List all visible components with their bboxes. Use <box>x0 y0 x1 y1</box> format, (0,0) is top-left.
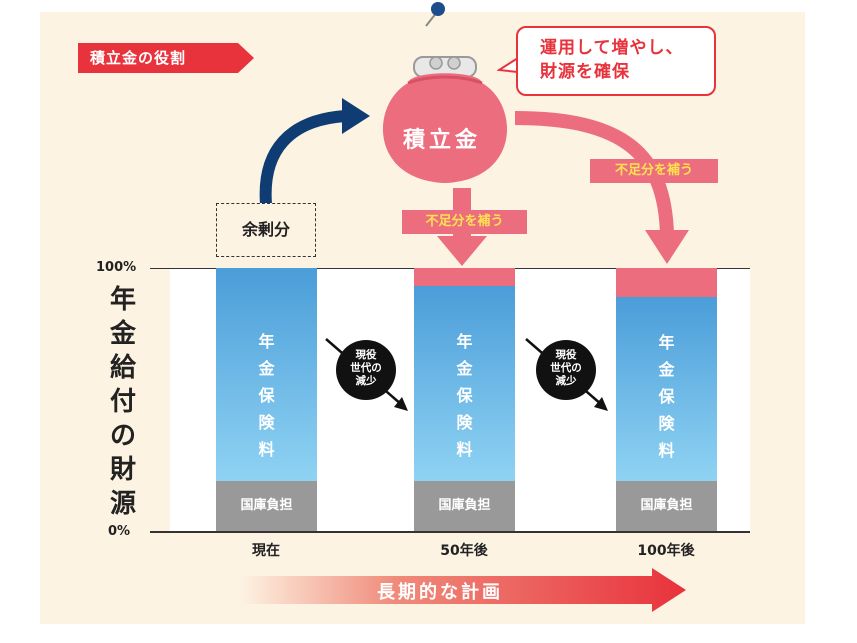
premium-char: 険 <box>258 413 275 432</box>
premium-char: 年 <box>456 332 473 352</box>
premium-char: 料 <box>658 440 675 460</box>
y-axis-char: 財 <box>109 455 136 485</box>
premium-char: 金 <box>456 359 473 379</box>
decline-badge-1: 現役 世代の 減少 <box>336 340 396 400</box>
premium-char: 年 <box>258 332 275 351</box>
diagram-title: 積立金の役割 <box>90 49 187 67</box>
y-axis-char: 給 <box>109 353 136 383</box>
coin-purse-icon <box>382 56 508 183</box>
bar-top-up-2 <box>414 268 515 287</box>
bar-premium-label: 年 金 保 険 料 <box>652 329 682 464</box>
shortfall-tag-right: 不足分を補う <box>590 159 718 183</box>
purse-to-right-arrow <box>515 111 689 264</box>
decline-line: 減少 <box>355 375 377 387</box>
bar-state-2: 国庫負担 <box>414 481 515 531</box>
x-label-now: 現在 <box>252 543 280 559</box>
decline-badge-2: 現役 世代の 減少 <box>536 340 596 400</box>
y-axis-char: 付 <box>109 387 136 417</box>
bar-premium-2: 年 金 保 険 料 <box>414 286 515 482</box>
premium-char: 険 <box>658 413 675 433</box>
y-axis-char: 源 <box>109 489 136 519</box>
x-label-50: 50年後 <box>440 543 488 559</box>
y-axis-label: 年 金 給 付 の 財 源 <box>105 283 141 521</box>
timeline-arrow <box>240 568 686 612</box>
title-banner <box>78 43 254 73</box>
bar-premium-label: 年 金 保 険 料 <box>450 328 480 463</box>
decline-line: 世代の <box>550 362 582 374</box>
premium-char: 料 <box>456 440 473 460</box>
y-axis-char: 金 <box>109 319 136 349</box>
premium-char: 年 <box>658 332 675 352</box>
bar-premium-label: 年 金 保 険 料 <box>252 328 282 463</box>
surplus-box: 余剰分 <box>216 203 316 257</box>
timeline-label: 長期的な計画 <box>377 582 503 603</box>
pin-icon <box>425 2 445 27</box>
bar-top-up-3 <box>616 268 717 297</box>
premium-char: 保 <box>456 386 473 406</box>
y-axis-min-label: 0% <box>108 524 131 539</box>
premium-char: 金 <box>258 359 275 378</box>
y-axis-max-label: 100% <box>96 260 137 275</box>
bar-state-1: 国庫負担 <box>216 481 317 531</box>
x-label-100: 100年後 <box>637 543 695 559</box>
shortfall-tag-mid: 不足分を補う <box>402 210 527 234</box>
bar-premium-3: 年 金 保 険 料 <box>616 296 717 482</box>
speech-line-2: 財源を確保 <box>540 62 630 82</box>
speech-line-1: 運用して増やし、 <box>540 38 684 58</box>
decline-line: 減少 <box>555 375 577 387</box>
decline-line: 現役 <box>355 349 377 361</box>
y-axis-char: 年 <box>109 285 136 315</box>
surplus-to-purse-arrow <box>259 98 370 205</box>
speech-bubble: 運用して増やし、 財源を確保 <box>516 26 716 96</box>
premium-char: 料 <box>258 440 275 459</box>
premium-char: 保 <box>658 386 675 406</box>
premium-char: 険 <box>456 413 473 433</box>
decline-line: 世代の <box>350 362 382 374</box>
bar-premium-1: 年 金 保 険 料 <box>216 268 317 482</box>
plot-bottom-line <box>150 531 750 533</box>
y-axis-char: の <box>109 421 136 451</box>
decline-line: 現役 <box>555 349 577 361</box>
premium-char: 金 <box>658 359 675 379</box>
purse-label: 積立金 <box>402 128 481 153</box>
premium-char: 保 <box>258 386 275 405</box>
bar-state-3: 国庫負担 <box>616 481 717 531</box>
